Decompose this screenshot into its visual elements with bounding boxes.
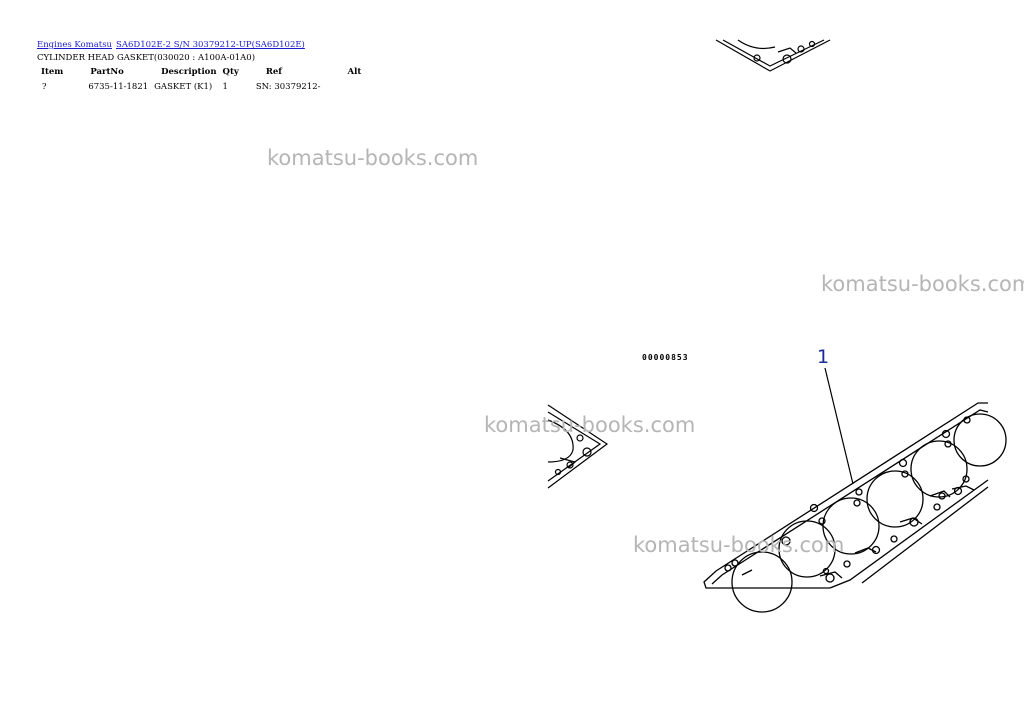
page-subtitle: CYLINDER HEAD GASKET(030020 : A100A-01A0… xyxy=(37,53,256,63)
gasket-fragment-top xyxy=(715,39,831,72)
col-header-qty: Qty xyxy=(222,67,239,77)
breadcrumb-link-engines[interactable]: Engines Komatsu xyxy=(37,40,113,50)
table-row: ? 6735-11-1821 GASKET (K1) 1 SN: 3037921… xyxy=(38,78,364,92)
gasket-fragment-middle xyxy=(547,404,609,489)
col-header-description: Description xyxy=(161,67,217,77)
callout-leader-line xyxy=(824,367,854,485)
cell-description: GASKET (K1) xyxy=(154,82,213,92)
col-header-ref: Ref xyxy=(265,67,282,77)
cell-ref: SN: 30379212- xyxy=(255,82,321,92)
watermark: komatsu-books.com xyxy=(633,533,845,557)
parts-table: Item PartNo Description Qty Ref Alt ? 67… xyxy=(38,66,364,92)
col-header-item: Item xyxy=(41,67,64,77)
watermark: komatsu-books.com xyxy=(821,272,1024,296)
cell-item: ? xyxy=(42,82,47,92)
col-header-alt: Alt xyxy=(347,67,362,77)
watermark: komatsu-books.com xyxy=(267,146,479,170)
gasket-main xyxy=(703,402,1007,613)
callout-number: 1 xyxy=(817,346,830,368)
cell-qty: 1 xyxy=(222,82,228,92)
figure-code: 00000853 xyxy=(642,353,689,362)
table-header-row: Item PartNo Description Qty Ref Alt xyxy=(38,66,364,78)
cell-partno: 6735-11-1821 xyxy=(88,82,149,92)
col-header-partno: PartNo xyxy=(90,67,124,77)
breadcrumb-link-model[interactable]: SA6D102E-2 S/N 30379212-UP(SA6D102E) xyxy=(116,40,305,50)
watermark: komatsu-books.com xyxy=(484,413,696,437)
